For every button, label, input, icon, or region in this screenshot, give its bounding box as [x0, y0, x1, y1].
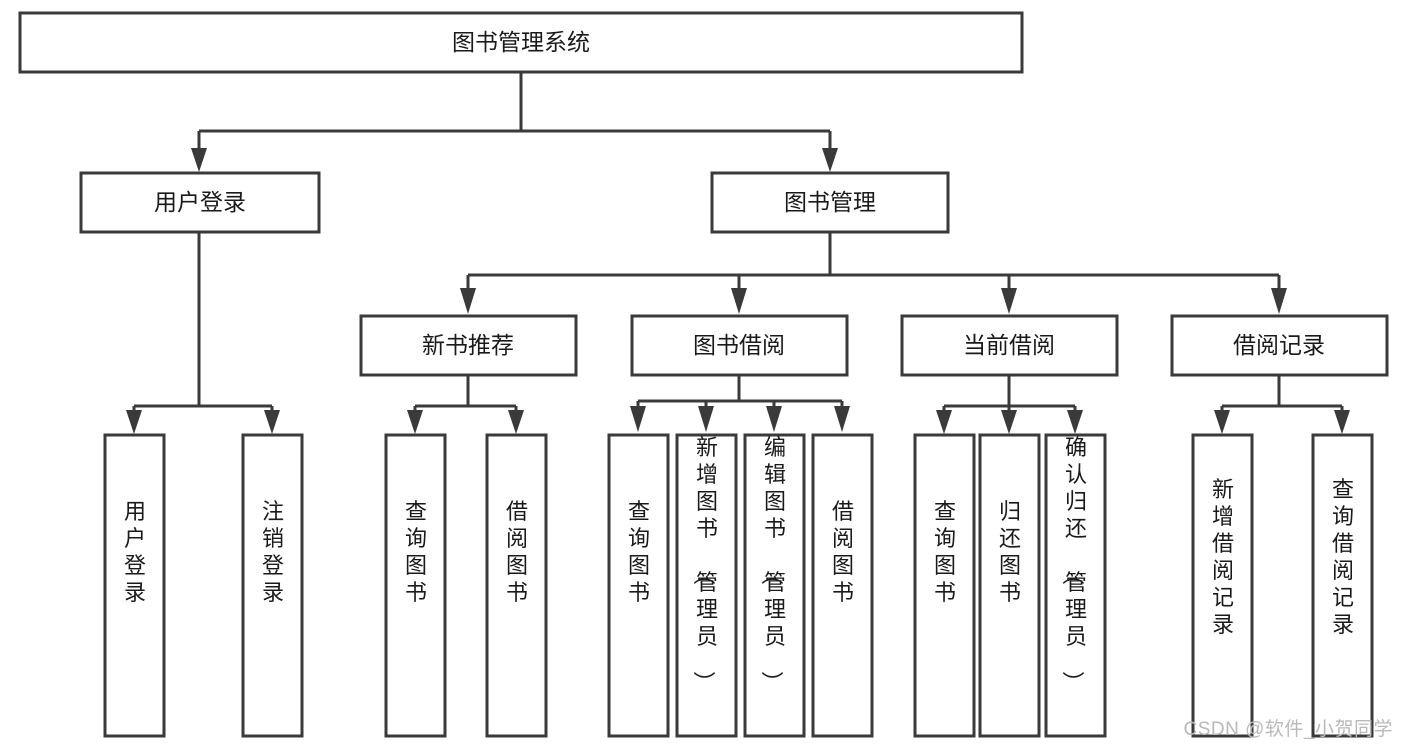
node-records[interactable]: 借阅记录	[1170, 314, 1389, 377]
node-leaf-query-book-2[interactable]: 查询图书	[607, 433, 670, 738]
node-root-box[interactable]	[18, 11, 1024, 74]
node-leaf-user-login[interactable]: 用户登录	[103, 433, 166, 738]
node-records-box[interactable]	[1170, 314, 1389, 377]
node-leaf-query-book-3-label: 查询图书	[934, 499, 956, 605]
arrow-borrow-to-edit	[766, 406, 782, 432]
node-current-label: 当前借阅	[963, 332, 1055, 358]
arrow-newbook-to-borrow	[508, 410, 524, 434]
arrow-bookmgmt-to-newbook	[460, 288, 476, 314]
node-leaf-user-login-box[interactable]	[103, 433, 166, 738]
arrow-records-to-query	[1334, 410, 1350, 434]
node-borrow-box[interactable]	[630, 314, 849, 377]
node-leaf-borrow-book-1[interactable]: 借阅图书	[485, 433, 548, 738]
arrow-borrow-to-add	[698, 406, 714, 432]
node-leaf-add-book[interactable]: 新增图书（管理员）	[675, 433, 738, 738]
arrow-login-to-user-login	[126, 410, 142, 434]
arrow-bookmgmt-to-records	[1271, 288, 1287, 314]
arrow-borrow-to-borrowbook	[834, 406, 850, 432]
node-leaf-query-book-1-box[interactable]	[384, 433, 447, 738]
node-leaf-edit-book-label: 编辑图书（管理员）	[759, 435, 786, 693]
node-leaf-query-book-3[interactable]: 查询图书	[913, 433, 976, 738]
arrow-current-to-return	[1001, 410, 1017, 434]
node-leaf-logout[interactable]: 注销登录	[241, 433, 304, 738]
node-bookmgmt-label: 图书管理	[784, 189, 876, 215]
node-borrow-label: 图书借阅	[693, 332, 785, 358]
node-leaf-borrow-book-2-label: 借阅图书	[832, 499, 854, 605]
arrow-login-to-logout	[264, 410, 280, 434]
node-root[interactable]: 图书管理系统	[18, 11, 1024, 74]
node-leaf-add-record-box[interactable]	[1191, 433, 1254, 738]
node-leaf-return-book-label: 归还图书	[999, 499, 1021, 605]
node-leaf-query-book-2-box[interactable]	[607, 433, 670, 738]
node-login[interactable]: 用户登录	[79, 171, 321, 234]
node-leaf-confirm-return[interactable]: 确认归还（管理员）	[1044, 433, 1107, 738]
node-bookmgmt-box[interactable]	[710, 171, 950, 234]
arrow-bookmgmt-to-current	[1001, 288, 1017, 314]
node-leaf-query-book-1[interactable]: 查询图书	[384, 433, 447, 738]
node-leaf-user-login-label: 用户登录	[124, 499, 146, 605]
node-newbook-box[interactable]	[359, 314, 578, 377]
arrow-borrow-to-query	[630, 406, 646, 432]
node-leaf-add-book-box[interactable]	[675, 433, 738, 738]
arrow-current-to-confirm	[1067, 410, 1083, 434]
node-leaf-return-book-box[interactable]	[978, 433, 1041, 738]
arrow-root-to-bookmgmt	[822, 148, 838, 172]
node-leaf-add-record[interactable]: 新增借阅记录	[1191, 433, 1254, 738]
node-current[interactable]: 当前借阅	[900, 314, 1119, 377]
node-leaf-query-record-box[interactable]	[1311, 433, 1374, 738]
node-login-box[interactable]	[79, 171, 321, 234]
node-leaf-edit-book[interactable]: 编辑图书（管理员）	[743, 433, 806, 738]
node-leaf-borrow-book-2-box[interactable]	[811, 433, 874, 738]
arrow-newbook-to-query	[407, 410, 423, 434]
node-records-label: 借阅记录	[1233, 332, 1325, 358]
arrow-current-to-query	[936, 410, 952, 434]
connector-layer	[126, 72, 1350, 434]
arrow-records-to-add	[1214, 410, 1230, 434]
node-leaf-edit-book-box[interactable]	[743, 433, 806, 738]
node-root-label: 图书管理系统	[452, 29, 590, 55]
node-login-label: 用户登录	[154, 189, 246, 215]
node-bookmgmt[interactable]: 图书管理	[710, 171, 950, 234]
node-leaf-query-record-label: 查询借阅记录	[1332, 477, 1354, 637]
node-borrow[interactable]: 图书借阅	[630, 314, 849, 377]
node-leaf-query-record[interactable]: 查询借阅记录	[1311, 433, 1374, 738]
node-leaf-logout-label: 注销登录	[262, 499, 284, 605]
node-leaf-logout-box[interactable]	[241, 433, 304, 738]
arrow-root-to-login	[191, 148, 207, 172]
node-newbook-label: 新书推荐	[422, 332, 514, 358]
node-leaf-add-book-label: 新增图书（管理员）	[691, 435, 718, 693]
node-leaf-confirm-return-label: 确认归还（管理员）	[1060, 435, 1087, 693]
node-leaf-borrow-book-1-box[interactable]	[485, 433, 548, 738]
node-leaf-return-book[interactable]: 归还图书	[978, 433, 1041, 738]
node-current-box[interactable]	[900, 314, 1119, 377]
node-leaf-query-book-2-label: 查询图书	[628, 499, 650, 605]
node-leaf-add-record-label: 新增借阅记录	[1212, 477, 1234, 637]
node-leaf-query-book-1-label: 查询图书	[405, 499, 427, 605]
node-leaf-borrow-book-1-label: 借阅图书	[506, 499, 528, 605]
node-leaf-borrow-book-2[interactable]: 借阅图书	[811, 433, 874, 738]
arrow-bookmgmt-to-borrow	[731, 288, 747, 314]
node-leaf-query-book-3-box[interactable]	[913, 433, 976, 738]
node-leaf-confirm-return-box[interactable]	[1044, 433, 1107, 738]
node-newbook[interactable]: 新书推荐	[359, 314, 578, 377]
